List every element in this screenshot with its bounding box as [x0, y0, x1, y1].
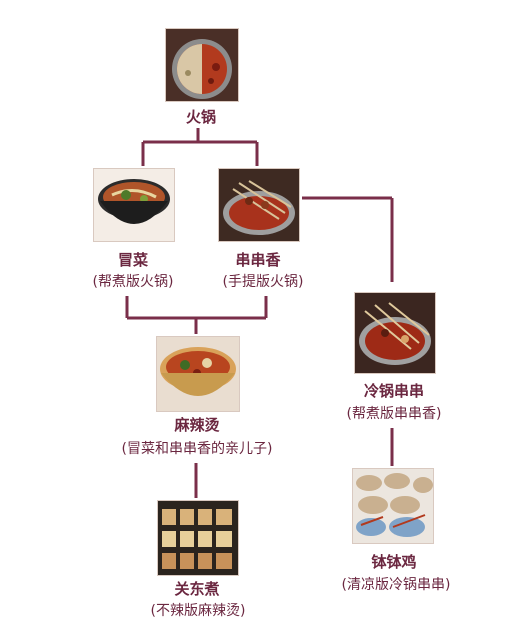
node-title-lengguo: 冷锅串串: [363, 382, 424, 400]
node-subtitle-chuanchuanxiang: (手提版火锅): [222, 274, 304, 290]
node-subtitle-lengguo: (帮煮版串串香): [346, 406, 442, 422]
bobo-chicken-bowls-photo-icon: [352, 468, 434, 544]
node-title-guandongzhu: 关东煮: [174, 580, 220, 598]
node-subtitle-malatang: (冒菜和串串香的亲儿子): [121, 441, 273, 457]
node-title-huoguo: 火锅: [185, 108, 216, 126]
node-subtitle-guandongzhu: (不辣版麻辣烫): [150, 603, 246, 619]
node-title-bobo: 钵钵鸡: [371, 553, 417, 571]
hotpot-photo-icon: [165, 28, 239, 102]
node-subtitle-bobo: (清凉版冷锅串串): [341, 577, 451, 593]
malatang-bowl-photo-icon: [156, 336, 240, 412]
node-title-maocai: 冒菜: [117, 251, 148, 269]
node-title-chuanchuanxiang: 串串香: [235, 251, 281, 269]
node-subtitle-maocai: (帮煮版火锅): [92, 274, 174, 290]
skewers-pot-photo-icon: [218, 168, 300, 242]
maocai-bowl-photo-icon: [93, 168, 175, 242]
cold-pot-skewers-photo-icon: [354, 292, 436, 374]
node-title-malatang: 麻辣烫: [174, 416, 220, 434]
oden-tray-photo-icon: [157, 500, 239, 576]
